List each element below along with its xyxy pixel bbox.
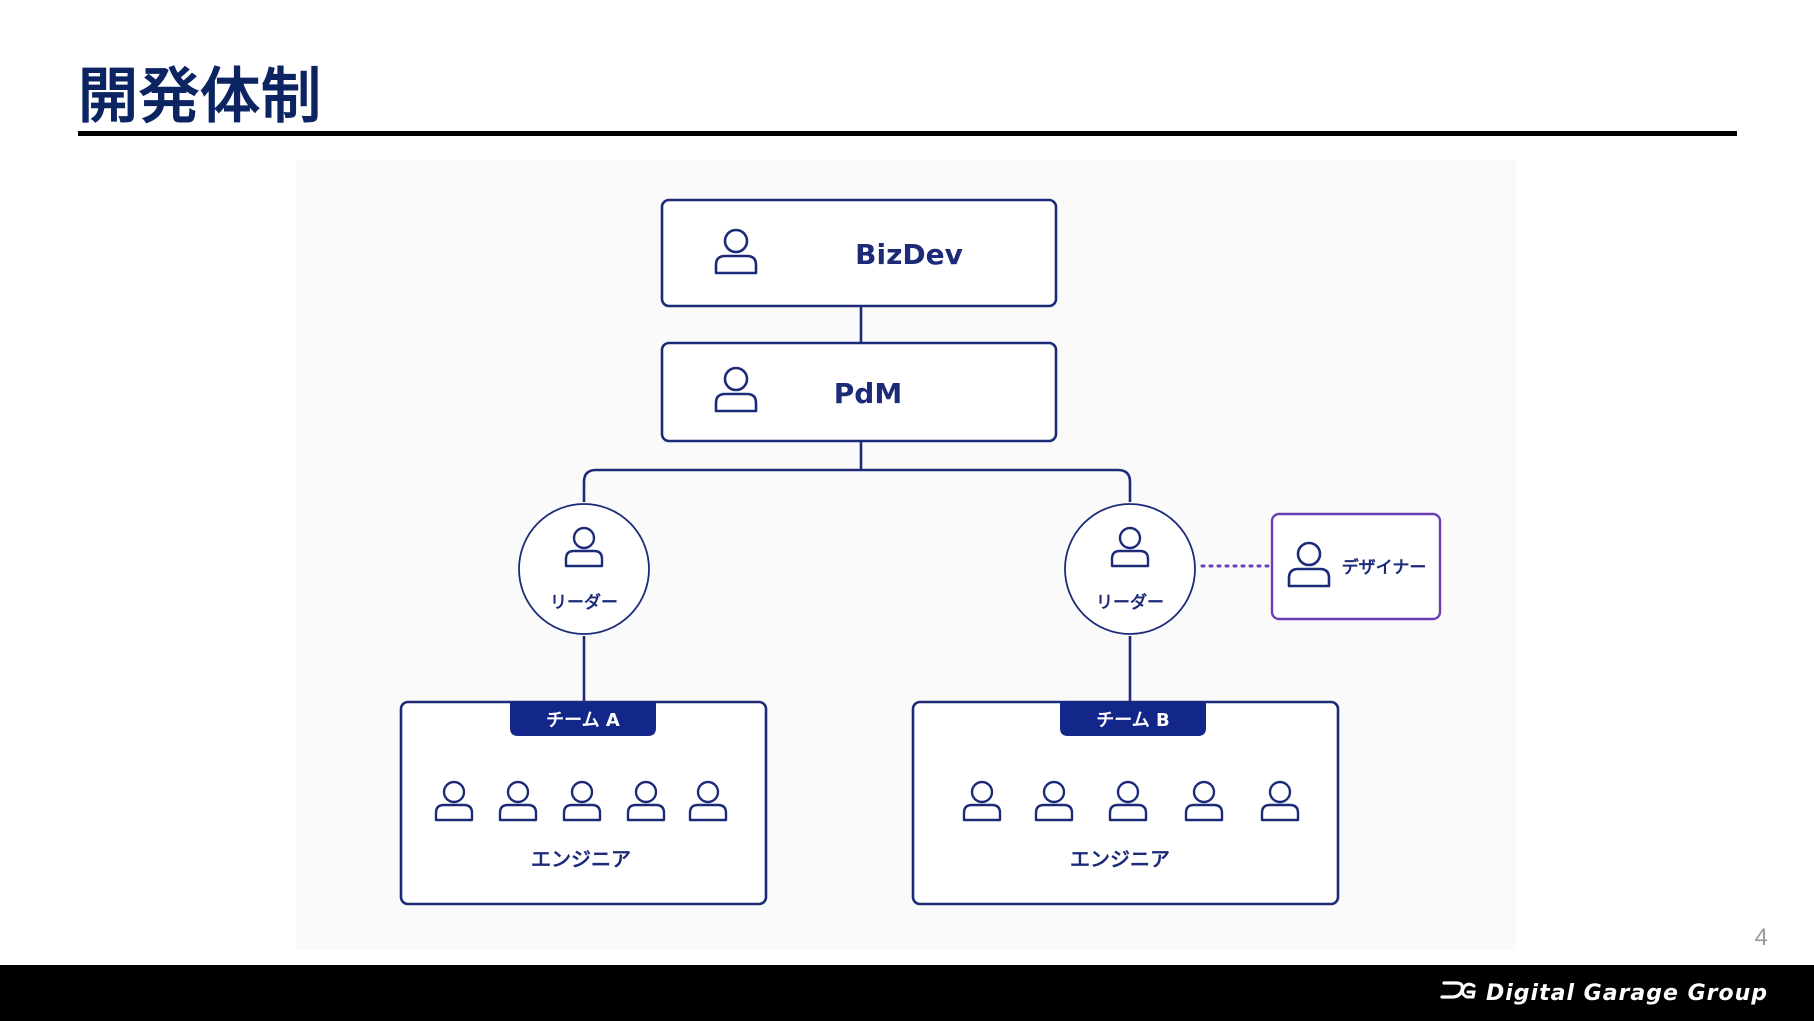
title-underline xyxy=(78,131,1737,136)
page-number: 4 xyxy=(1754,924,1768,951)
footer-logo-text: Digital Garage Group xyxy=(1485,980,1768,1006)
footer-bar: Digital Garage Group xyxy=(0,965,1814,1021)
team-a-group: チーム A エンジニア xyxy=(399,700,768,906)
footer-logo: Digital Garage Group xyxy=(1440,978,1768,1008)
team-a-header: チーム A xyxy=(546,710,620,731)
dg-logo-icon xyxy=(1440,978,1476,1008)
bizdev-node: BizDev xyxy=(660,198,1058,308)
pdm-label: PdM xyxy=(834,377,902,410)
connector-lines xyxy=(582,306,1132,702)
leader-a-node: リーダー xyxy=(518,503,650,635)
bizdev-label: BizDev xyxy=(855,238,963,271)
team-b-header: チーム B xyxy=(1096,710,1169,731)
leader-b-node: リーダー xyxy=(1064,503,1196,635)
org-chart-diagram: BizDev PdM リーダー リーダー デザイナー xyxy=(296,160,1516,950)
team-b-group: チーム B エンジニア xyxy=(911,700,1340,906)
leader-a-label: リーダー xyxy=(550,592,618,613)
slide-title: 開発体制 xyxy=(78,62,322,132)
pdm-node: PdM xyxy=(660,341,1058,443)
team-a-members-label: エンジニア xyxy=(531,847,631,871)
org-chart-svg: BizDev PdM リーダー リーダー デザイナー xyxy=(399,198,1442,906)
designer-label: デザイナー xyxy=(1342,557,1427,578)
designer-node: デザイナー xyxy=(1270,512,1442,621)
team-b-members-label: エンジニア xyxy=(1070,847,1170,871)
leader-b-label: リーダー xyxy=(1096,592,1164,613)
